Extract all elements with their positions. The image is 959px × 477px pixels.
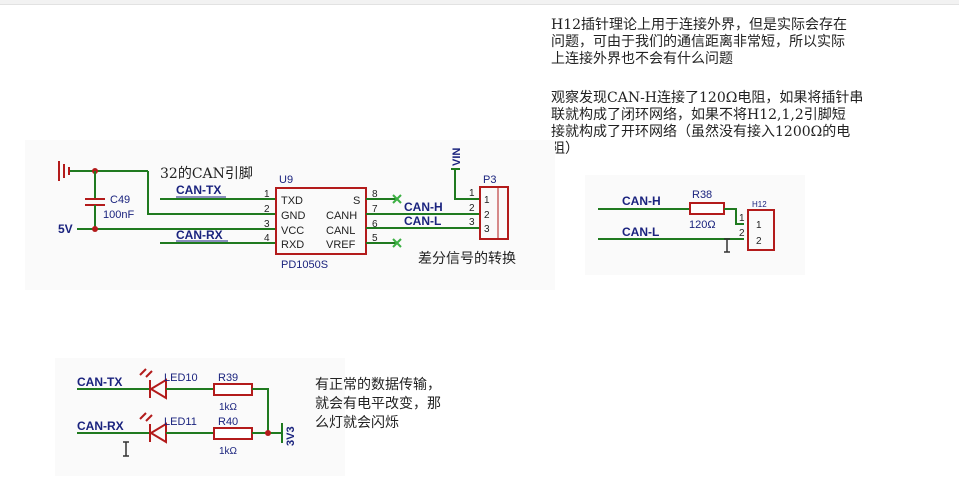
resistor-r40 [213, 427, 253, 440]
net-label-can-rx: CAN-RX [77, 419, 124, 433]
connector-h12-body [747, 209, 775, 251]
net-label-can-l: CAN-L [404, 214, 441, 228]
pin-number: 1 [264, 189, 270, 200]
pin-name: CANH [326, 210, 357, 222]
connector-ref-label: P3 [483, 174, 496, 186]
no-connect-mark [392, 194, 402, 204]
net-label-can-h: CAN-H [622, 194, 661, 208]
pin-number: 3 [264, 219, 270, 230]
pin-name: GND [281, 210, 306, 222]
cap-ref-label: C49 [110, 194, 130, 206]
connector-pin-inner: 3 [484, 224, 490, 235]
wire-r39-to-rail [252, 388, 269, 433]
ground-symbol [58, 161, 70, 181]
cap-value-label: 100nF [103, 209, 134, 221]
text-cursor-icon [724, 238, 730, 253]
resistor-r38 [689, 202, 725, 215]
capacitor-c49 [85, 171, 105, 229]
connector-pin-inner: 2 [756, 236, 762, 247]
resistor-r39 [213, 383, 253, 396]
supply-5v-label: 5V [58, 222, 73, 236]
chip-u9-body [275, 187, 367, 255]
resistor-value-label: 1kΩ [219, 402, 238, 413]
junction-dot [92, 226, 98, 232]
window-top-strip [0, 0, 959, 5]
connector-pin-num: 1 [739, 213, 745, 224]
h12-observation-text: 观察发现CAN-H连接了120Ω电阻，如果将插针串 联就构成了闭环网络，如果不将… [551, 90, 864, 157]
can-transceiver-schematic: 32的CAN引脚 差分信号的转换 C49 100nF 5V CAN-TX CAN… [25, 140, 555, 290]
net-label-can-h: CAN-H [404, 200, 443, 214]
connector-p3-body [479, 186, 509, 240]
connector-pin-inner: 2 [484, 210, 490, 221]
junction-dot [265, 430, 271, 436]
chip-part-label: PD1050S [281, 259, 328, 271]
resistor-ref-label: R39 [218, 372, 238, 384]
pin-name: TXD [281, 195, 303, 207]
h12-termination-schematic: CAN-H CAN-L R38 120Ω H12 1 2 1 2 [585, 175, 805, 275]
pin-number: 2 [264, 204, 270, 215]
net-label-can-l: CAN-L [622, 225, 659, 239]
wire-r38-to-h12 [724, 208, 744, 225]
led-indicator-schematic: CAN-TX LED10 R39 1kΩ CAN-RX LED11 R40 1k… [55, 358, 345, 476]
connector-pin-num: 2 [739, 228, 745, 239]
pin-number: 8 [372, 189, 378, 200]
pin-name: VCC [281, 225, 304, 237]
pin-name: VREF [326, 239, 356, 251]
annotation-can-pins: 32的CAN引脚 [160, 166, 253, 182]
pin-number: 6 [372, 219, 378, 230]
h12-explanation-text: H12插针理论上用于连接外界，但是实际会存在 问题，可由于我们的通信距离非常短，… [551, 17, 848, 67]
led-ref-label: LED11 [164, 416, 197, 428]
connector-ref-label: H12 [752, 200, 767, 209]
resistor-value-label: 1kΩ [219, 446, 238, 457]
pin-number: 7 [372, 204, 378, 215]
connector-pin-num: 2 [469, 203, 475, 214]
wire-gnd-to-pin2 [147, 171, 276, 215]
resistor-value-label: 120Ω [689, 219, 716, 231]
resistor-ref-label: R40 [218, 416, 238, 428]
connector-pin-num: 3 [469, 217, 475, 228]
chip-ref-label: U9 [279, 174, 293, 186]
rail-3v3-label: 3V3 [285, 426, 297, 446]
no-connect-mark [392, 238, 402, 248]
pin-number: 4 [264, 233, 270, 244]
led-ref-label: LED10 [164, 372, 198, 384]
annotation-diff-signal: 差分信号的转换 [418, 250, 516, 267]
connector-pin-num: 1 [469, 188, 475, 199]
resistor-ref-label: R38 [692, 189, 712, 201]
text-cursor-icon [123, 441, 129, 457]
pin-name: CANL [326, 225, 355, 237]
pin-number: 5 [372, 233, 378, 244]
vin-label: VIN [451, 148, 463, 166]
net-label-can-rx: CAN-RX [176, 228, 223, 242]
led-blink-explanation-text: 有正常的数据传输， 就会有电平改变，那 么灯就会闪烁 [315, 377, 441, 431]
wire-vin [454, 169, 480, 200]
connector-pin-inner: 1 [756, 220, 762, 231]
net-label-can-tx: CAN-TX [77, 375, 122, 389]
connector-pin-inner: 1 [484, 195, 490, 206]
net-label-can-tx: CAN-TX [176, 183, 221, 197]
pin-name: RXD [281, 239, 304, 251]
pin-name: S [353, 195, 360, 207]
